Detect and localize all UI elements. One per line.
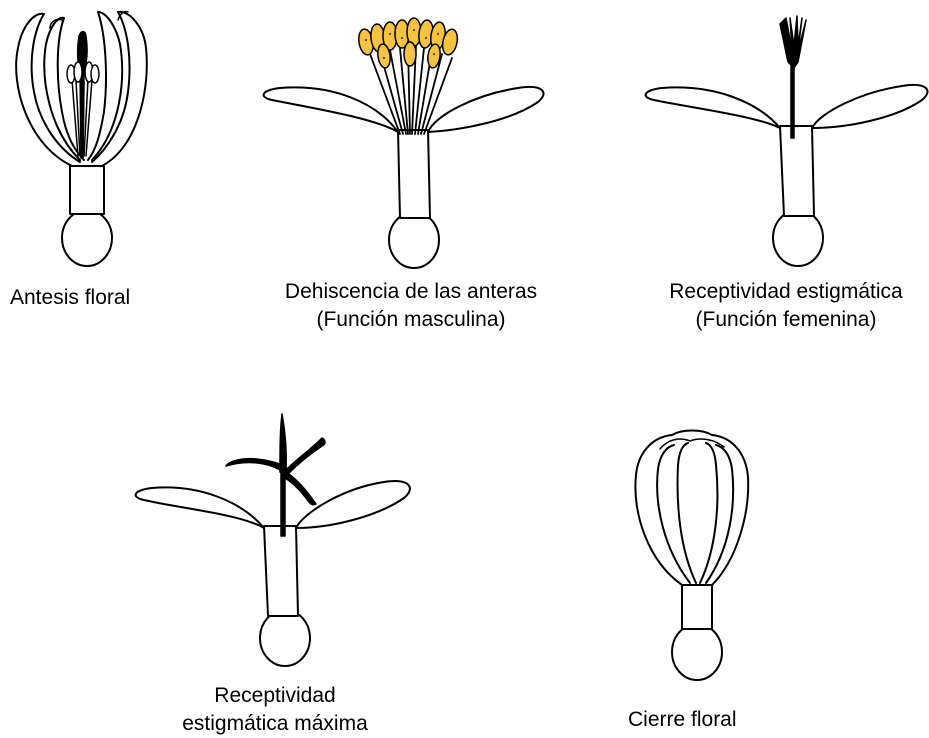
label-receptividad-line-2: (Función femenina) — [641, 306, 929, 334]
label-dehiscencia-line-1: Dehiscencia de las anteras — [256, 278, 566, 306]
label-receptividad-maxima-line-1: Receptividad — [140, 682, 410, 710]
label-cierre-line-1: Cierre floral — [628, 706, 737, 734]
flower-receptividad-illustration — [640, 6, 929, 270]
label-receptividad-maxima: Receptividad estigmática máxima — [140, 682, 410, 738]
label-cierre: Cierre floral — [628, 706, 737, 734]
label-dehiscencia-line-2: (Función masculina) — [256, 306, 566, 334]
flower-cierre-illustration — [620, 425, 760, 687]
label-antesis-line-1: Antesis floral — [10, 284, 130, 312]
flower-antesis-illustration — [0, 0, 160, 270]
label-antesis: Antesis floral — [10, 284, 130, 312]
label-receptividad-maxima-line-2: estigmática máxima — [140, 710, 410, 738]
label-receptividad: Receptividad estigmática (Función femeni… — [641, 278, 929, 334]
label-dehiscencia: Dehiscencia de las anteras (Función masc… — [256, 278, 566, 334]
flower-receptividad-maxima-illustration — [130, 410, 420, 682]
flower-dehiscencia-illustration — [250, 10, 560, 272]
label-receptividad-line-1: Receptividad estigmática — [641, 278, 929, 306]
